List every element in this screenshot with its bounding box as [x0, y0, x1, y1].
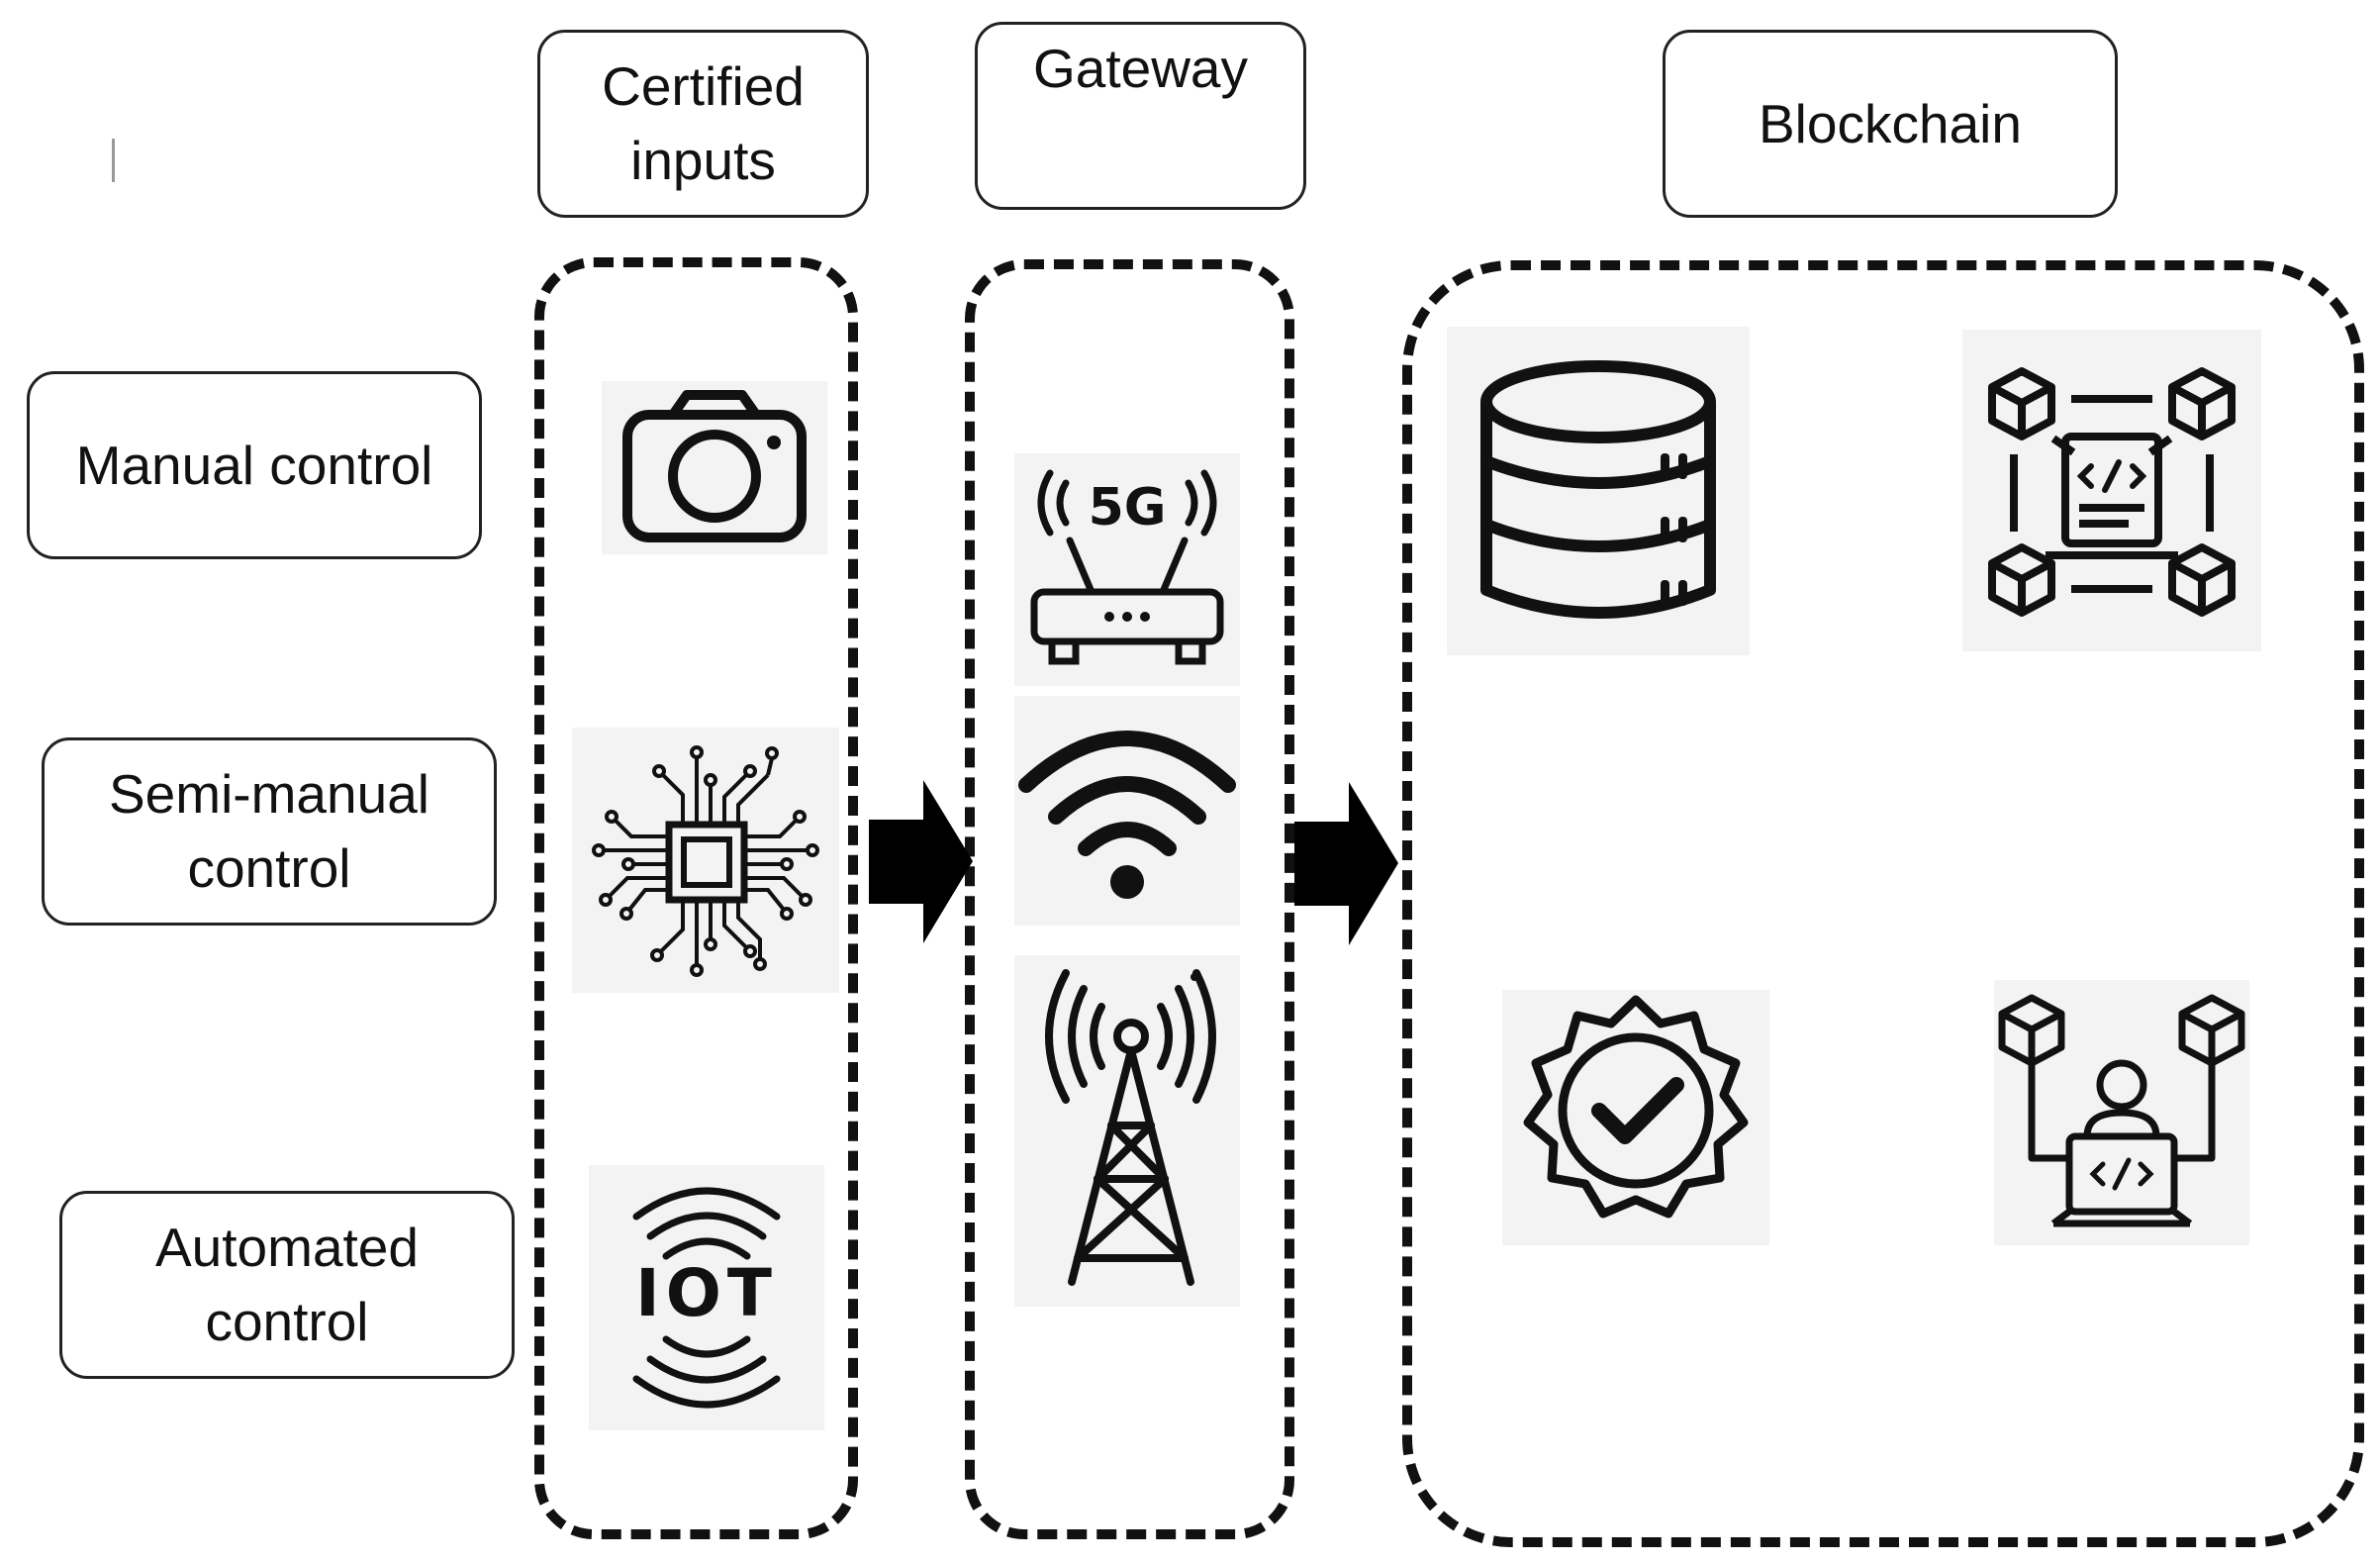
manual-control-box: Manual control	[27, 371, 482, 559]
database-icon	[1447, 327, 1750, 655]
cell-tower-icon	[1014, 955, 1240, 1307]
header-blockchain: Blockchain	[1663, 30, 2118, 218]
semi-manual-control-label: Semi-manual control	[108, 763, 429, 899]
header-certified-inputs: Certified inputs	[537, 30, 869, 218]
text-cursor-mark	[112, 139, 115, 182]
microchip-icon	[572, 728, 839, 993]
arrow-gateway-to-blockchain-icon	[1294, 782, 1398, 945]
verified-badge-icon	[1502, 990, 1769, 1245]
certified-inputs-group	[534, 257, 858, 1539]
header-gateway: Gateway	[975, 22, 1306, 210]
router-5g-icon: 5G	[1014, 453, 1240, 686]
smart-contract-icon	[1962, 330, 2261, 651]
camera-icon	[602, 381, 827, 554]
arrow-inputs-to-gateway-icon	[869, 780, 973, 943]
header-gateway-label: Gateway	[1032, 38, 1249, 99]
wifi-icon	[1014, 696, 1240, 926]
blockchain-group	[1402, 260, 2364, 1547]
manual-control-label: Manual control	[75, 434, 433, 496]
automated-control-label: Automated control	[154, 1217, 419, 1352]
router-5g-text: 5G	[1089, 478, 1167, 538]
semi-manual-control-box: Semi-manual control	[42, 737, 497, 926]
automated-control-box: Automated control	[59, 1191, 515, 1379]
header-blockchain-label: Blockchain	[1759, 92, 2022, 154]
iot-icon: IOT	[589, 1165, 824, 1430]
iot-text: IOT	[635, 1255, 778, 1331]
blockchain-developer-icon	[1994, 980, 2249, 1245]
header-certified-inputs-label: Certified inputs	[602, 55, 805, 191]
gateway-group	[965, 259, 1294, 1539]
